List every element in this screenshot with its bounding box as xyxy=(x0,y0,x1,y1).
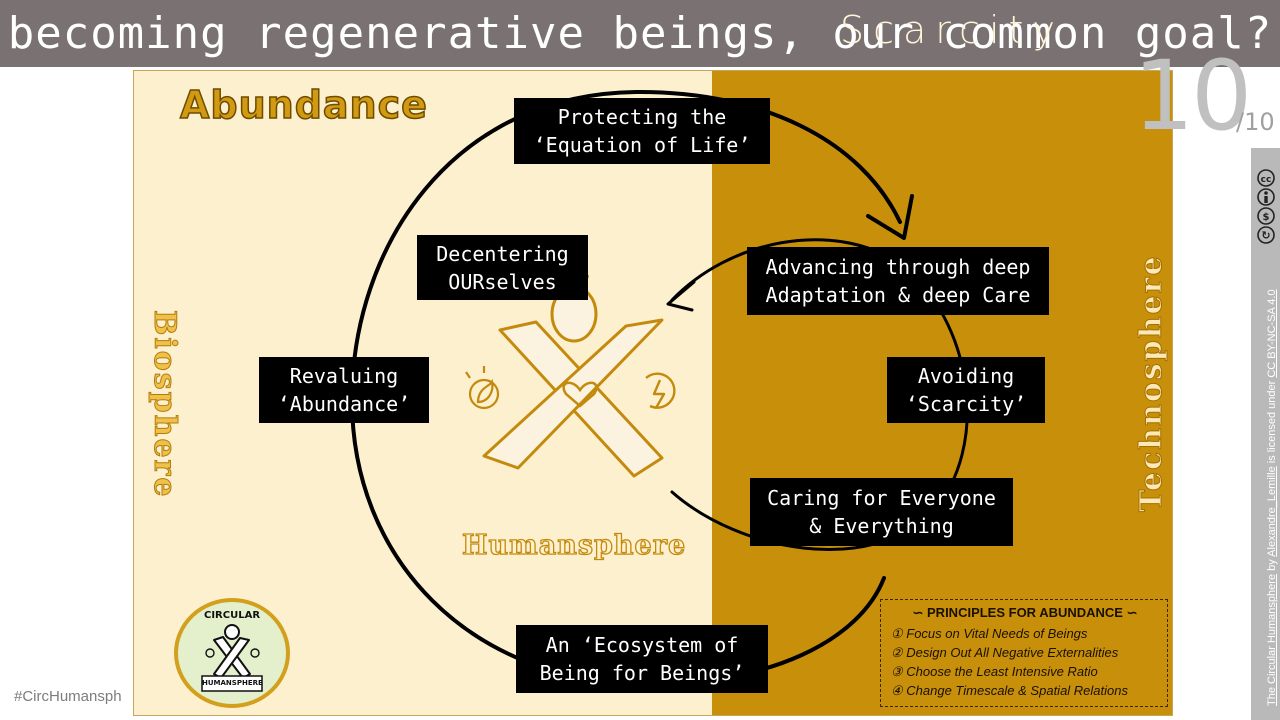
logo-bottom-text: HUMANSPHERE xyxy=(202,679,263,687)
hashtag: #CircHumansph xyxy=(14,688,122,705)
scarcity-heading: Scarcity xyxy=(840,8,1064,52)
svg-text:cc: cc xyxy=(1261,175,1272,185)
svg-text:↻: ↻ xyxy=(1261,229,1270,242)
biosphere-label: Biosphere xyxy=(147,310,183,499)
leaf-bulb-icon xyxy=(465,366,500,410)
abundance-heading: Abundance xyxy=(179,82,428,128)
principle-item: ① Focus on Vital Needs of Beings xyxy=(891,626,1088,641)
label-caring: Caring for Everyone & Everything xyxy=(750,478,1013,546)
technosphere-label: Technosphere xyxy=(1134,254,1170,513)
logo-top-text: CIRCULAR xyxy=(203,610,261,621)
heart-icon xyxy=(562,381,598,408)
principles-box: ∽ PRINCIPLES FOR ABUNDANCE ∽ ① Focus on … xyxy=(880,599,1168,707)
label-advancing: Advancing through deep Adaptation & deep… xyxy=(747,247,1049,315)
energy-cycle-icon xyxy=(645,372,676,409)
label-avoiding: Avoiding ‘Scarcity’ xyxy=(887,357,1045,423)
label-decentering: Decentering OURselves xyxy=(417,235,588,300)
principle-item: ④ Change Timescale & Spatial Relations xyxy=(891,683,1128,698)
logo-emblem-icon xyxy=(174,598,290,708)
outer-arrowhead-icon xyxy=(866,194,914,240)
inner-arrowhead-icon xyxy=(666,280,696,312)
slide-number: 10 xyxy=(1133,40,1252,152)
slide-title: becoming regenerative beings, our common… xyxy=(0,0,1280,67)
label-revaluing: Revaluing ‘Abundance’ xyxy=(259,357,429,423)
humansphere-label: Humansphere xyxy=(461,529,687,561)
cc-license-icon: cc $ ↻ xyxy=(1257,169,1275,244)
label-protecting: Protecting the ‘Equation of Life’ xyxy=(514,98,770,164)
circular-humansphere-logo: CIRCULAR HUMANSPHERE xyxy=(174,598,290,708)
svg-text:$: $ xyxy=(1263,212,1270,223)
principles-heading: ∽ PRINCIPLES FOR ABUNDANCE ∽ xyxy=(912,605,1138,620)
principle-item: ③ Choose the Least Intensive Ratio xyxy=(891,664,1098,679)
label-ecosystem: An ‘Ecosystem of Being for Beings’ xyxy=(516,625,768,693)
slide-total: /10 xyxy=(1236,108,1275,136)
principle-item: ② Design Out All Negative Externalities xyxy=(891,645,1119,660)
